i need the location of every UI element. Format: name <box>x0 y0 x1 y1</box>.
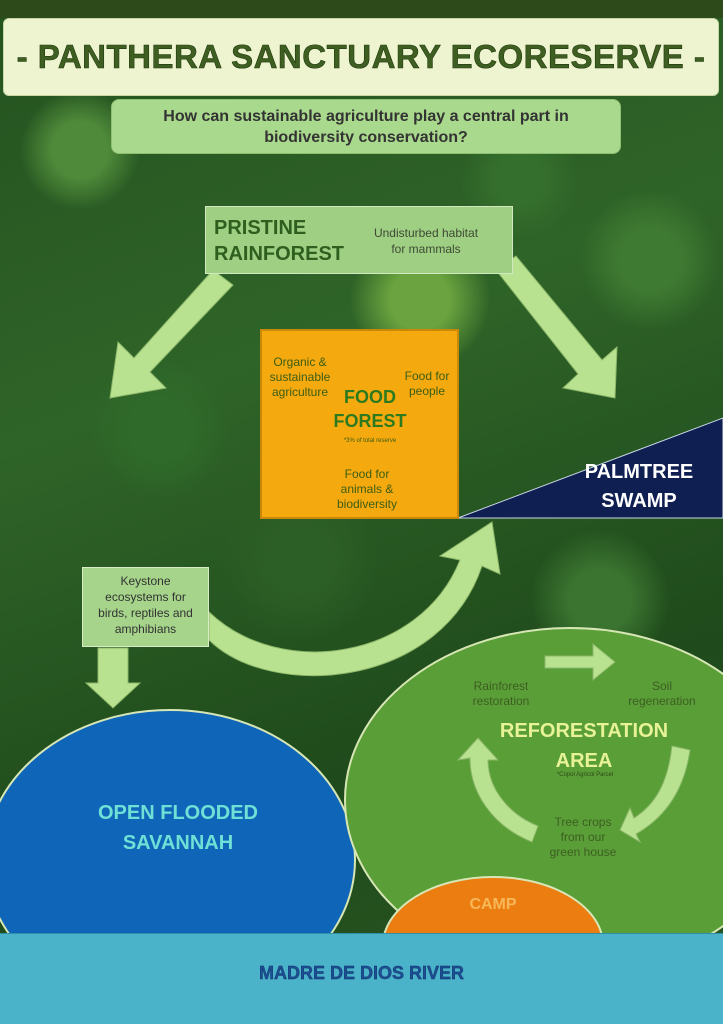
reforestation-note: *Copol Agricol Parcel <box>556 772 614 778</box>
keystone-line-3: birds, reptiles and <box>98 606 193 620</box>
rf-soil-line-2: regeneration <box>628 694 696 708</box>
food-forest-note: *3% of total reserve <box>343 438 397 444</box>
ff-people-line-1: Food for <box>404 369 450 383</box>
keystone-line-2: ecosystems for <box>105 590 186 604</box>
food-forest-box <box>260 329 459 519</box>
food-forest-title: FOOD FOREST <box>322 385 418 433</box>
keystone-box: Keystone ecosystems for birds, reptiles … <box>82 567 209 647</box>
ff-title-line-1: FOOD <box>344 387 396 407</box>
arrow-keystone-to-savannah <box>84 647 142 709</box>
river-band <box>0 933 723 1024</box>
question-line-2: biodiversity conservation? <box>264 129 468 146</box>
keystone-line-1: Keystone <box>120 574 171 588</box>
ff-animals-line-3: biodiversity <box>336 497 398 511</box>
rf-cycle-arrow-left <box>456 737 539 843</box>
ff-agri-line-1: Organic & <box>273 355 327 369</box>
ff-label-animals: Food for animals & biodiversity <box>322 467 412 512</box>
rf-label-restoration: Rainforest restoration <box>456 679 546 709</box>
rf-title-line-1: REFORESTATION <box>499 720 669 742</box>
swamp-label: PALMTREE SWAMP <box>565 458 713 516</box>
rainforest-desc-line-1: Undisturbed habitat <box>373 226 479 240</box>
rf-restoration-line-1: Rainforest <box>473 679 529 693</box>
rf-label-tree-crops: Tree crops from our green house <box>536 815 630 860</box>
rainforest-description: Undisturbed habitat for mammals <box>356 225 496 257</box>
ff-agri-line-2: sustainable <box>269 370 331 384</box>
arrow-keystone-to-swamp <box>208 521 501 677</box>
rf-restoration-line-2: restoration <box>472 694 530 708</box>
rainforest-desc-line-2: for mammals <box>391 242 461 256</box>
page-title: - PANTHERA SANCTUARY ECORESERVE - <box>16 38 706 76</box>
title-banner: - PANTHERA SANCTUARY ECORESERVE - <box>3 18 719 96</box>
ff-agri-line-3: agriculture <box>271 385 329 399</box>
rainforest-title: PRISTINE RAINFOREST <box>214 215 344 267</box>
river-label: MADRE DE DIOS RIVER <box>258 963 465 983</box>
ff-animals-line-2: animals & <box>340 482 394 496</box>
ff-label-agriculture: Organic & sustainable agriculture <box>262 355 338 400</box>
rf-trees-line-1: Tree crops <box>554 815 612 829</box>
swamp-shape <box>457 417 723 519</box>
rf-soil-line-1: Soil <box>651 679 672 693</box>
reforestation-title: REFORESTATION AREA <box>486 716 682 776</box>
rainforest-title-line-1: PRISTINE <box>214 217 307 239</box>
ff-label-people: Food for people <box>396 369 458 399</box>
rf-trees-line-2: from our <box>560 830 606 844</box>
rf-title-line-2: AREA <box>555 750 613 772</box>
ff-title-line-2: FOREST <box>333 411 407 431</box>
savannah-label-line-1: OPEN FLOODED <box>97 802 258 824</box>
ff-animals-line-1: Food for <box>344 467 390 481</box>
pristine-rainforest-box: PRISTINE RAINFOREST Undisturbed habitat … <box>205 206 513 274</box>
ff-people-line-2: people <box>408 384 446 398</box>
rainforest-title-line-2: RAINFOREST <box>214 243 344 265</box>
savannah-label: OPEN FLOODED SAVANNAH <box>58 798 298 858</box>
top-band <box>0 0 723 18</box>
rf-cycle-arrow-top <box>544 642 616 682</box>
arrow-rainforest-to-swamp <box>495 255 618 399</box>
rf-cycle-arrow-right <box>619 745 691 844</box>
swamp-label-line-1: PALMTREE <box>584 461 694 483</box>
rf-trees-line-3: green house <box>549 845 617 859</box>
savannah-label-line-2: SAVANNAH <box>122 832 234 854</box>
camp-label: CAMP <box>469 896 517 913</box>
rf-label-soil: Soil regeneration <box>614 679 710 709</box>
keystone-line-4: amphibians <box>114 622 177 636</box>
question-line-1: How can sustainable agriculture play a c… <box>163 108 569 125</box>
arrow-rainforest-to-keystone <box>109 269 234 399</box>
swamp-label-line-2: SWAMP <box>601 490 677 512</box>
question-box: How can sustainable agriculture play a c… <box>111 99 621 154</box>
